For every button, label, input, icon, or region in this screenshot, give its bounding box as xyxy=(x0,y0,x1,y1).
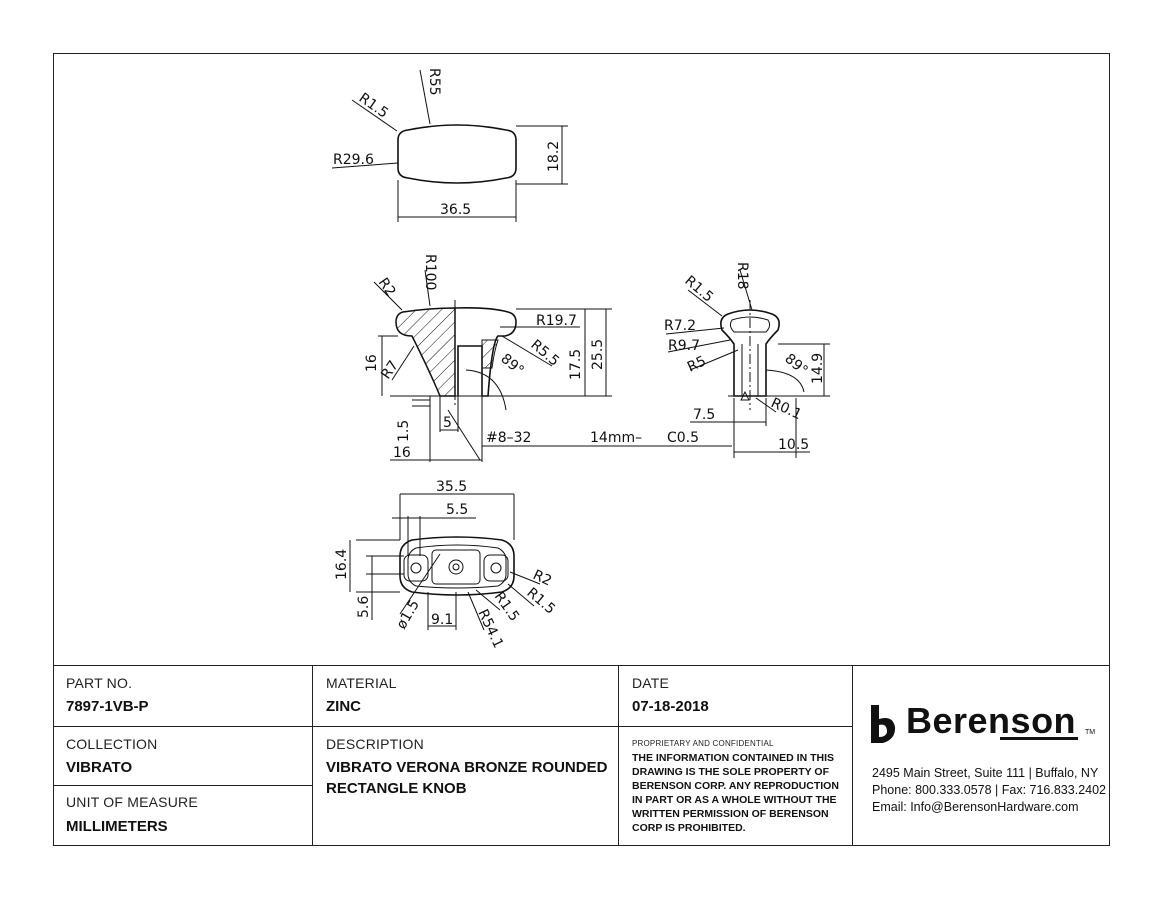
material-label: MATERIAL xyxy=(326,675,397,691)
dim-chamfer: C0.5 xyxy=(667,430,699,446)
drawing-sheet-border xyxy=(53,53,1110,846)
description-label: DESCRIPTION xyxy=(326,736,424,752)
dim-r100: R100 xyxy=(422,254,438,290)
dim-r7-2: R7.2 xyxy=(664,318,696,334)
dim-5-section: 5 xyxy=(443,415,452,431)
dim-36-5-top: 36.5 xyxy=(440,202,471,218)
dim-10-5: 10.5 xyxy=(778,437,809,453)
dim-16-bottom: 16 xyxy=(393,445,411,461)
bottom-view-outline xyxy=(399,536,515,596)
section-view: R100 R2 R19.7 R5.5 R7 89° 16 17.5 25.5 1… xyxy=(364,254,732,462)
dim-phi1-5: ø1.5 xyxy=(394,597,423,632)
dim-thread: #8–32 xyxy=(486,430,531,446)
dim-5-5: 5.5 xyxy=(446,502,468,518)
description-line-2: RECTANGLE KNOB xyxy=(326,780,467,797)
dim-r1-5-side: R1.5 xyxy=(681,273,716,306)
dim-89deg-side: 89° xyxy=(781,351,810,379)
company-address: 2495 Main Street, Suite 111 | Buffalo, N… xyxy=(872,766,1099,780)
side-view: R1.5 R18 R7.2 R9.7 R5 89° 14.9 7.5 R0.1 … xyxy=(664,262,830,458)
proprietary-heading: PROPRIETARY AND CONFIDENTIAL xyxy=(632,739,774,748)
dim-r9-7: R9.7 xyxy=(668,338,700,354)
section-right-hatch xyxy=(481,339,499,369)
dim-9-1: 9.1 xyxy=(431,612,453,628)
date-label: DATE xyxy=(632,675,670,691)
title-block-divider-3 xyxy=(852,665,854,846)
title-block-row-line-2 xyxy=(53,785,312,787)
brand-name: Berenson xyxy=(906,700,1077,741)
dim-r1-5-bottom-b: R1.5 xyxy=(523,585,558,618)
dim-1-5-section: 1.5 xyxy=(396,420,412,442)
dim-r2-bottom: R2 xyxy=(530,567,554,589)
dim-14-9: 14.9 xyxy=(810,353,826,384)
part-no-label: PART NO. xyxy=(66,675,133,691)
description-line-1: VIBRATO VERONA BRONZE ROUNDED xyxy=(326,759,608,776)
dim-r0-1: R0.1 xyxy=(768,395,804,423)
dim-7-5: 7.5 xyxy=(693,407,715,423)
brand-underline xyxy=(1000,737,1078,740)
dim-r55-top: R55 xyxy=(426,68,442,96)
section-hatch-area xyxy=(395,307,456,397)
uom-label: UNIT OF MEASURE xyxy=(66,794,198,810)
title-block-divider-1 xyxy=(312,665,314,846)
dim-25-5: 25.5 xyxy=(590,339,606,370)
dim-16-4: 16.4 xyxy=(334,549,350,580)
dim-r5-side: R5 xyxy=(685,353,709,375)
collection-label: COLLECTION xyxy=(66,736,158,752)
dim-r2-section: R2 xyxy=(375,275,399,299)
dim-r1-5-top: R1.5 xyxy=(356,90,391,121)
dim-5-6: 5.6 xyxy=(356,596,372,618)
company-email: Email: Info@BerensonHardware.com xyxy=(872,800,1079,814)
top-view: R55 R1.5 R29.6 18.2 36.5 xyxy=(331,68,568,222)
dim-89deg-section: 89° xyxy=(497,351,526,379)
dim-depth: 14mm– xyxy=(590,430,642,446)
company-phone-fax: Phone: 800.333.0578 | Fax: 716.833.2402 xyxy=(872,783,1106,797)
title-block-divider-2 xyxy=(618,665,620,846)
dim-35-5: 35.5 xyxy=(436,479,467,495)
part-no-value: 7897-1VB-P xyxy=(66,698,149,715)
dim-r29-6-top: R29.6 xyxy=(333,152,374,168)
title-block-top-line xyxy=(53,665,1110,667)
title-block-row-line-1 xyxy=(53,726,852,728)
trademark-mark: TM xyxy=(1085,729,1096,736)
uom-value: MILLIMETERS xyxy=(66,818,168,835)
dim-r19-7: R19.7 xyxy=(536,313,577,329)
dim-r5-5: R5.5 xyxy=(527,337,562,370)
side-view-outline xyxy=(720,309,780,397)
dim-16-section: 16 xyxy=(364,354,380,372)
technical-drawing: R55 R1.5 R29.6 18.2 36.5 R100 xyxy=(331,68,830,651)
dim-18-2-top: 18.2 xyxy=(546,141,562,172)
berenson-logo-icon xyxy=(871,705,896,743)
date-value: 07-18-2018 xyxy=(632,698,709,715)
dim-r18: R18 xyxy=(734,262,750,290)
proprietary-notice: THE INFORMATION CONTAINED IN THIS DRAWIN… xyxy=(632,752,839,834)
bottom-view: 35.5 5.5 16.4 5.6 ø1.5 9.1 R54.1 R1.5 R1… xyxy=(334,479,558,651)
dim-17-5: 17.5 xyxy=(568,349,584,380)
top-view-outline xyxy=(397,124,517,184)
collection-value: VIBRATO xyxy=(66,759,133,776)
material-value: ZINC xyxy=(326,698,361,715)
